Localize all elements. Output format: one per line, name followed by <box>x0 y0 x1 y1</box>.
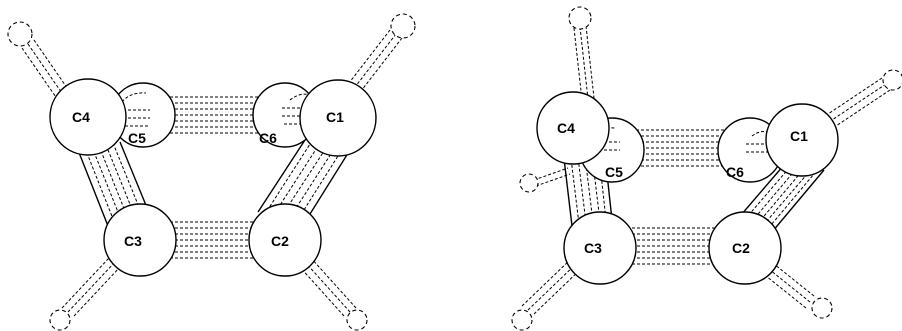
bond-c4-h <box>21 39 82 117</box>
hydrogen-atom <box>7 21 33 47</box>
hydrogen-atom <box>519 173 539 193</box>
bond-c5-c6 <box>170 96 262 134</box>
structure-right: C5 C6 C4 C1 C3 C2 <box>511 6 902 331</box>
hydrogen-atom <box>882 69 902 91</box>
hydrogen-atom <box>49 309 71 331</box>
atom-label: C2 <box>271 233 289 249</box>
atom-label: C4 <box>557 120 575 136</box>
atom-label: C4 <box>72 109 90 125</box>
hydrogen-bonds-left <box>7 13 416 331</box>
hydrogen-atom <box>811 297 833 319</box>
hydrogen-atom <box>390 13 416 39</box>
atom-label: C6 <box>726 164 744 180</box>
bond-c1-h <box>821 77 891 131</box>
atom-c3-right: C3 <box>563 211 637 285</box>
atom-c5-left: C5 <box>110 82 176 148</box>
hydrogen-bonds-right <box>511 6 902 331</box>
atom-label: C5 <box>128 130 146 146</box>
atom-c2-right: C2 <box>708 211 782 285</box>
structure-left: C5 C6 C4 C1 C3 C2 <box>7 13 416 331</box>
hydrogen-atom <box>511 309 533 331</box>
atom-label: C1 <box>326 109 344 125</box>
atom-c4-left: C4 <box>49 78 127 156</box>
atom-label: C3 <box>584 240 602 256</box>
atom-c2-left: C2 <box>248 203 322 277</box>
bond-c3-c2 <box>632 227 718 265</box>
atom-c4-right: C4 <box>536 91 610 165</box>
bond-c2-h <box>765 263 815 309</box>
atom-c3-left: C3 <box>103 203 177 277</box>
atom-label: C5 <box>605 164 623 180</box>
bond-c4-h2 <box>533 167 571 187</box>
atom-label: C2 <box>732 240 750 256</box>
bond-c4-h <box>573 25 595 101</box>
bond-c2-h <box>298 257 357 317</box>
atom-label: C6 <box>259 130 277 146</box>
bond-c3-h <box>61 257 122 317</box>
atom-label: C3 <box>124 233 142 249</box>
bond-c3-c2 <box>170 221 256 259</box>
atom-label: C1 <box>790 128 808 144</box>
ring-bonds-left <box>77 96 351 259</box>
hydrogen-atom <box>346 309 368 331</box>
atom-c1-right: C1 <box>765 103 839 177</box>
atom-c1-left: C1 <box>299 79 377 157</box>
bond-c5-c6 <box>636 129 724 167</box>
bond-c1-h <box>338 29 403 105</box>
hydrogen-atom <box>568 6 592 30</box>
